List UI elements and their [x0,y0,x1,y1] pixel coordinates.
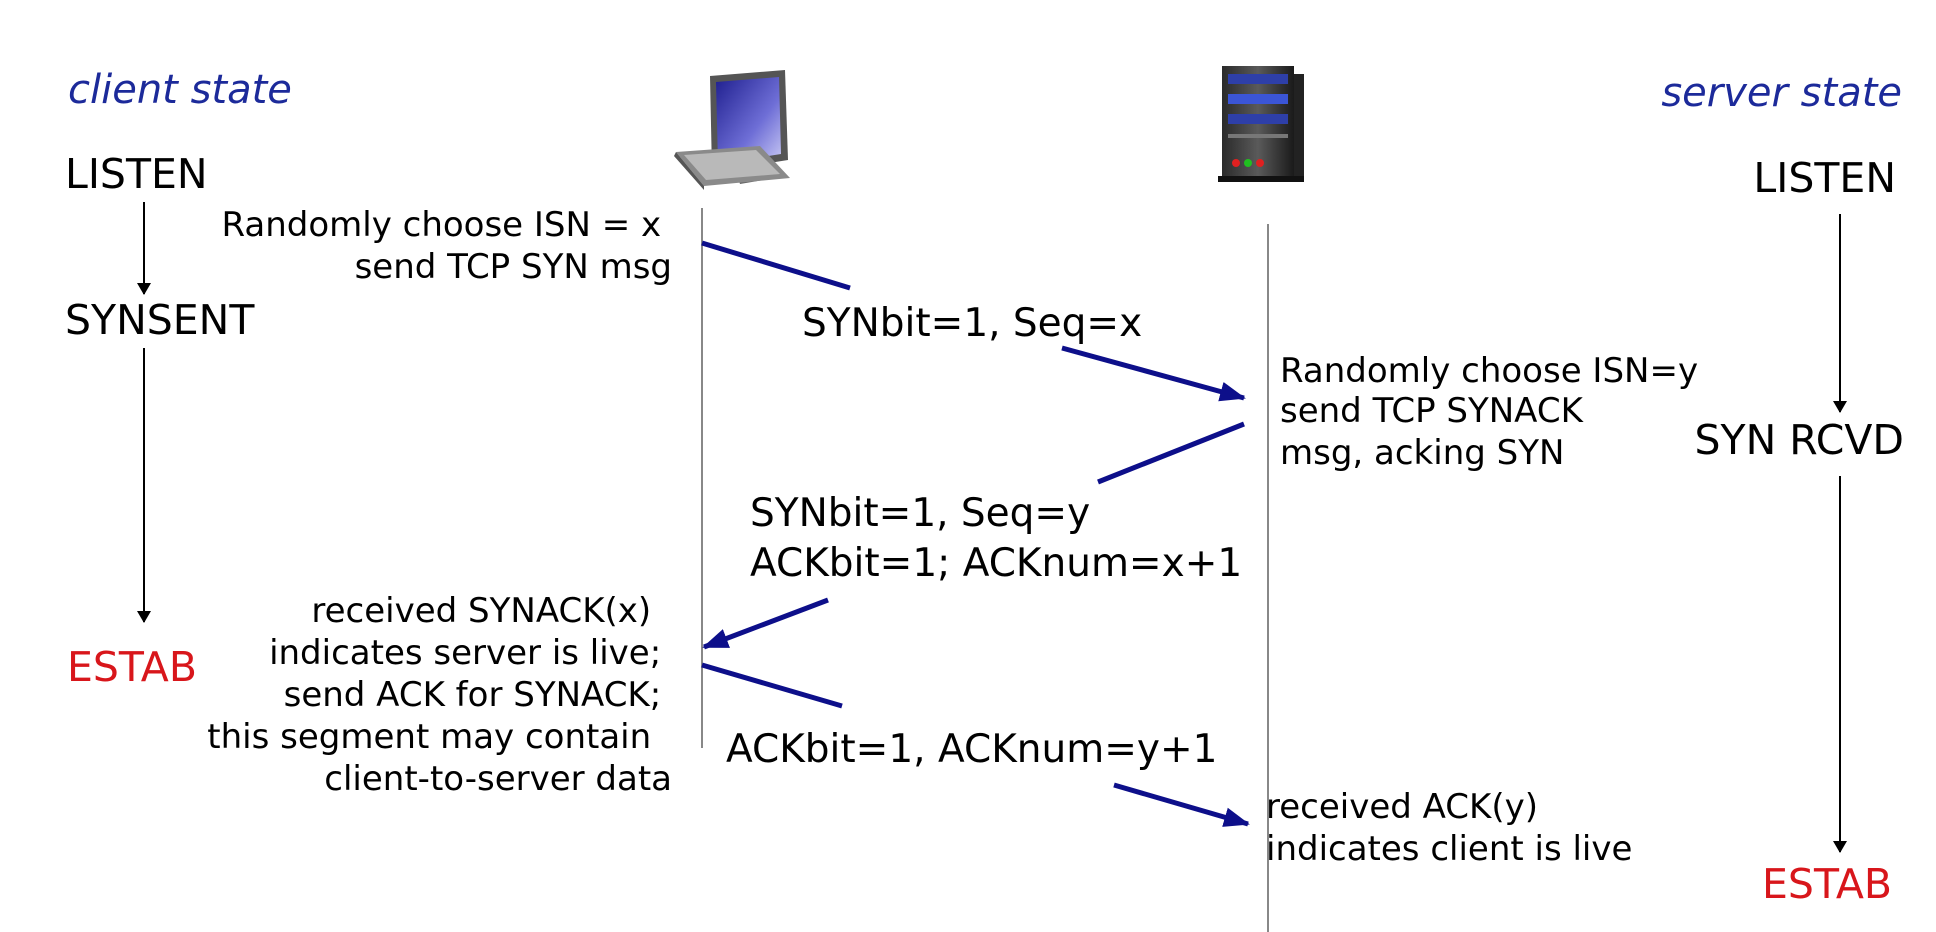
server-note-isn: Randomly choose ISN=y send TCP SYNACK ms… [1280,351,1709,473]
server-state-listen: LISTEN [1753,154,1896,202]
server-note-ack-received: received ACK(y) indicates client is live [1266,787,1632,869]
server-tower-icon [1218,66,1304,182]
client-note-isn: Randomly choose ISN = x send TCP SYN msg [221,205,672,287]
client-state-listen: LISTEN [65,150,208,198]
client-state-title: client state [68,67,292,113]
desktop-computer-icon [674,70,790,190]
server-state-estab: ESTAB [1762,860,1892,908]
client-state-estab: ESTAB [67,643,197,691]
client-note-synack-received: received SYNACK(x) indicates server is l… [207,591,672,799]
syn-segment-label: SYNbit=1, Seq=x [802,301,1142,346]
synack-segment-arrow [702,421,1245,650]
ack-segment-label: ACKbit=1, ACKnum=y+1 [726,727,1217,772]
syn-segment-arrow [701,240,1246,402]
synack-segment-label: SYNbit=1, Seq=y ACKbit=1; ACKnum=x+1 [750,491,1242,586]
server-state-syn-rcvd: SYN RCVD [1695,416,1904,464]
ack-segment-arrow [701,662,1250,827]
client-state-synsent: SYNSENT [65,296,255,344]
server-state-title: server state [1661,70,1902,116]
